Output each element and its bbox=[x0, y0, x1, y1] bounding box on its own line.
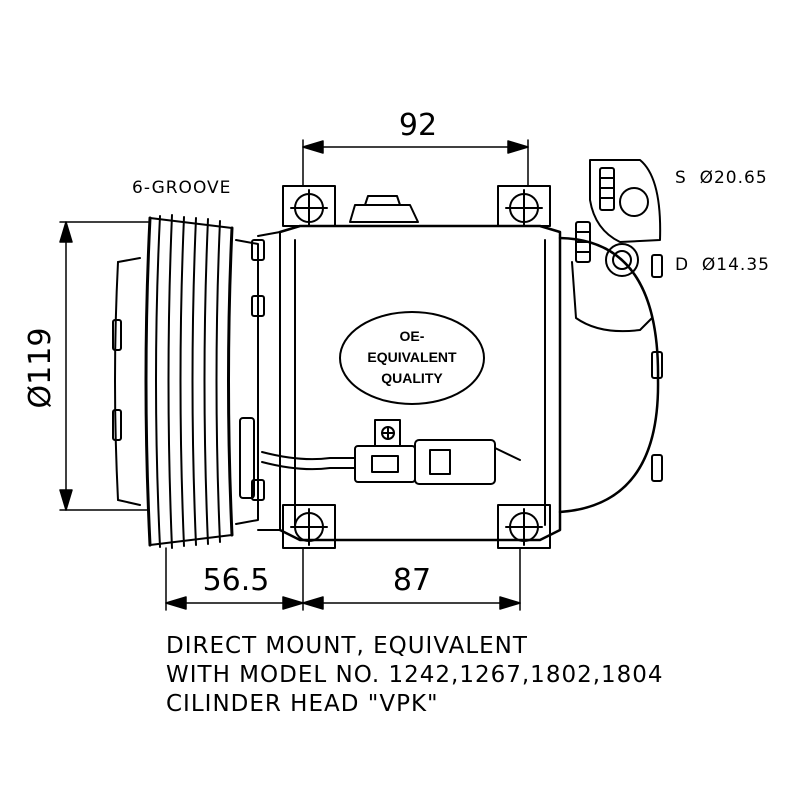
badge-line-3: QUALITY bbox=[381, 370, 443, 386]
badge-line-1: OE- bbox=[400, 328, 425, 344]
suction-port bbox=[589, 159, 662, 243]
compressor-body bbox=[251, 185, 562, 549]
suction-port-label: S Ø20.65 bbox=[675, 168, 768, 188]
discharge-port bbox=[575, 221, 639, 277]
cylinder-head bbox=[558, 236, 663, 514]
dimension-top-width-label: 92 bbox=[399, 108, 437, 143]
oe-quality-badge: OE- EQUIVALENT QUALITY bbox=[339, 311, 485, 405]
pulley bbox=[112, 214, 259, 549]
dimension-pulley-diameter bbox=[59, 221, 149, 511]
note-line-2: WITH MODEL NO. 1242,1267,1802,1804 bbox=[166, 662, 664, 688]
dimension-top-width bbox=[302, 139, 529, 187]
discharge-port-label: D Ø14.35 bbox=[675, 255, 770, 275]
dimension-pulley-offset bbox=[165, 547, 304, 611]
mount-hole-top-left bbox=[290, 189, 328, 227]
mount-hole-top-right bbox=[505, 189, 543, 227]
mount-hole-bottom-right bbox=[505, 508, 543, 546]
badge-line-2: EQUIVALENT bbox=[367, 349, 457, 365]
dimension-pulley-diameter-label: Ø119 bbox=[23, 328, 58, 409]
dimension-bottom-spacing bbox=[302, 547, 521, 611]
clutch-connector bbox=[261, 419, 521, 485]
note-line-1: DIRECT MOUNT, EQUIVALENT bbox=[166, 633, 528, 659]
dimension-pulley-offset-label: 56.5 bbox=[203, 563, 270, 598]
mount-hole-bottom-left bbox=[290, 508, 328, 546]
pulley-groove-label: 6-GROOVE bbox=[132, 178, 231, 198]
dimension-bottom-spacing-label: 87 bbox=[393, 563, 431, 598]
note-line-3: CILINDER HEAD "VPK" bbox=[166, 691, 439, 717]
